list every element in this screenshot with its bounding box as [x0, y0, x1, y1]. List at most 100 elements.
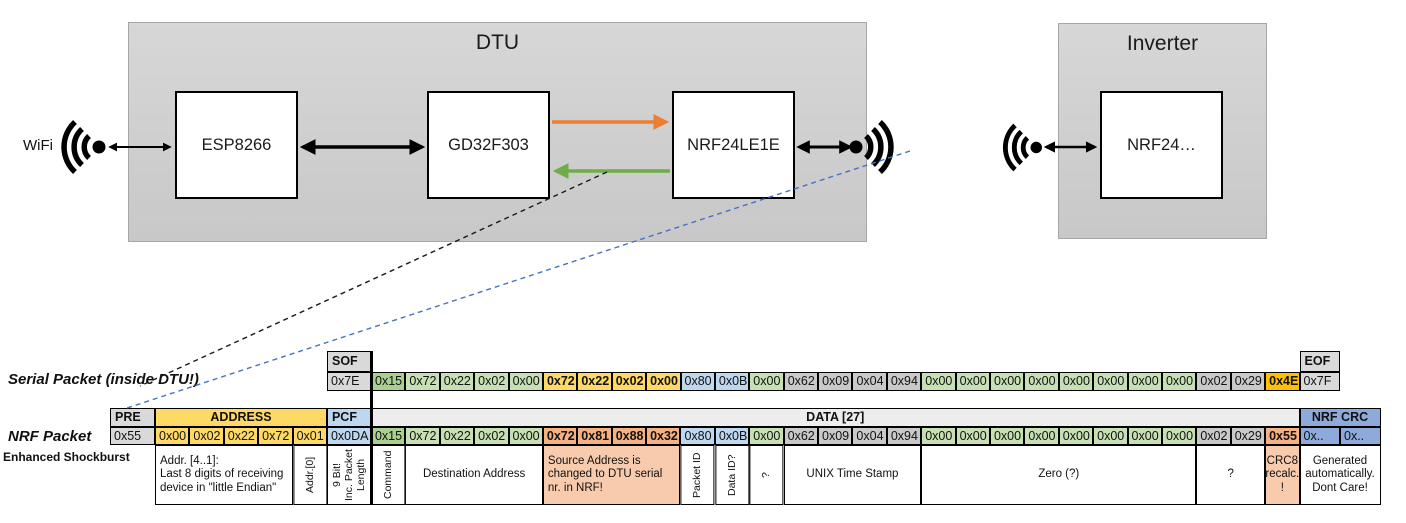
nrf-packet-table: PRE 0x55 ADDRESS PCF 0x0DA DATA [27] NRF…	[110, 408, 1381, 505]
nrf-crc-value-cell: 0x..	[1340, 427, 1381, 445]
serial-byte-cell: 0x4E	[1265, 372, 1300, 391]
annotation-cell: Packet ID	[680, 445, 715, 505]
nrf-byte-cell: 0x29	[1230, 427, 1266, 445]
pre-value: 0x55	[110, 427, 155, 445]
nrf-byte-cell: 0x32	[646, 427, 681, 445]
nrf24le1e-box: NRF24LE1E	[672, 91, 795, 199]
annotation-cell: Addr. [4..1]: Last 8 digits of receiving…	[155, 445, 293, 505]
wifi-signal-icon	[58, 117, 110, 177]
serial-byte-cell: 0x00	[749, 372, 784, 391]
serial-byte-cell: 0x29	[1230, 372, 1266, 391]
serial-byte-cell: 0x22	[439, 372, 475, 391]
nrf-byte-cell: 0x00	[1127, 427, 1162, 445]
nrf-byte-cell: 0x02	[1196, 427, 1231, 445]
nrf-byte-cell: 0x00	[508, 427, 543, 445]
nrf-byte-cell: 0x00	[1024, 427, 1059, 445]
enhanced-shockburst-label: Enhanced Shockburst	[3, 450, 130, 464]
serial-byte-cell: 0x00	[1161, 372, 1197, 391]
nrf-byte-cell: 0x00	[955, 427, 990, 445]
serial-byte-cell: 0x62	[783, 372, 819, 391]
nrf-byte-cell: 0x0B	[714, 427, 750, 445]
serial-byte-cell: 0x00	[508, 372, 543, 391]
serial-byte-cell: 0x02	[611, 372, 647, 391]
nrf-byte-cell: 0x72	[405, 427, 440, 445]
inverter-nrf24-box: NRF24…	[1100, 91, 1223, 199]
eof-header: EOF	[1299, 351, 1341, 372]
gd32f303-box: GD32F303	[427, 91, 550, 199]
address-byte-cell: 0x02	[189, 427, 224, 445]
serial-byte-cell: 0x00	[1093, 372, 1128, 391]
nrf-byte-cell: 0x80	[680, 427, 715, 445]
inverter-container: Inverter	[1058, 23, 1267, 239]
annotation-cell: Zero (?)	[921, 445, 1197, 505]
serial-byte-cell: 0x00	[955, 372, 991, 391]
address-byte-cell: 0x72	[258, 427, 293, 445]
data-header: DATA [27]	[370, 408, 1300, 427]
nrf-packet-label: NRF Packet	[8, 428, 92, 445]
annotation-cell: 9 Bit! Inc. Packet Length	[326, 445, 371, 505]
nrf-byte-cell: 0x00	[921, 427, 956, 445]
address-byte-cell: 0x22	[223, 427, 259, 445]
nrf-byte-cell: 0x00	[989, 427, 1025, 445]
sof-value: 0x7E	[327, 372, 371, 391]
address-header: ADDRESS	[155, 408, 327, 427]
serial-byte-cell: 0x72	[542, 372, 578, 391]
serial-byte-cell: 0x02	[474, 372, 509, 391]
nrf-byte-cell: 0x88	[611, 427, 647, 445]
nrf-byte-cell: 0x22	[439, 427, 475, 445]
nrf-byte-cell: 0x00	[1058, 427, 1094, 445]
annotation-cell: UNIX Time Stamp	[783, 445, 922, 505]
serial-byte-cell: 0x00	[646, 372, 681, 391]
serial-byte-cell: 0x00	[990, 372, 1025, 391]
dtu-title: DTU	[475, 31, 520, 54]
serial-byte-cell: 0x00	[1058, 372, 1094, 391]
serial-byte-cell: 0x94	[886, 372, 922, 391]
annotation-cell: ?	[1196, 445, 1266, 505]
serial-byte-cell: 0x04	[852, 372, 887, 391]
annotation-cell: Generated automatically. Dont Care!	[1299, 445, 1381, 505]
nrf-byte-cell: 0x00	[1093, 427, 1128, 445]
inverter-title: Inverter	[1126, 32, 1199, 55]
nrf-byte-cell: 0x72	[542, 427, 578, 445]
nrf-byte-cell: 0x62	[783, 427, 819, 445]
annotation-cell: Destination Address	[405, 445, 543, 505]
nrf-byte-cell: 0x09	[818, 427, 853, 445]
address-byte-cell: 0x01	[292, 427, 327, 445]
serial-byte-cell: 0x00	[921, 372, 956, 391]
nrf-byte-cell: 0x94	[886, 427, 922, 445]
serial-byte-cell: 0x0B	[714, 372, 750, 391]
serial-packet-label: Serial Packet (inside DTU!)	[8, 371, 199, 388]
pcf-header: PCF	[326, 408, 371, 427]
wifi-signal-icon	[845, 117, 897, 177]
serial-byte-cell: 0x72	[405, 372, 440, 391]
serial-byte-cell: 0x22	[577, 372, 612, 391]
nrf-byte-cell: 0x00	[749, 427, 784, 445]
address-byte-cell: 0x00	[155, 427, 190, 445]
nrf-byte-cell: 0x00	[1161, 427, 1197, 445]
serial-byte-cell: 0x80	[680, 372, 715, 391]
annotation-cell: ?	[749, 445, 784, 505]
esp8266-box: ESP8266	[175, 91, 298, 199]
nrf-crc-value-cell: 0x..	[1299, 427, 1340, 445]
eof-value: 0x7F	[1299, 372, 1341, 391]
annotation-cell: Data ID?	[714, 445, 750, 505]
serial-byte-cell: 0x02	[1196, 372, 1231, 391]
nrf-byte-cell: 0x15	[370, 427, 406, 445]
serial-byte-cell: 0x09	[818, 372, 853, 391]
nrf-byte-cell: 0x04	[852, 427, 887, 445]
annotation-cell: Source Address is changed to DTU serial …	[542, 445, 681, 505]
pcf-value: 0x0DA	[326, 427, 371, 445]
nrf-byte-cell: 0x55	[1265, 427, 1300, 445]
pre-header: PRE	[110, 408, 155, 427]
wifi-signal-icon	[1000, 121, 1046, 174]
wifi-label: WiFi	[23, 137, 53, 154]
nrf-crc-header: NRF CRC	[1299, 408, 1381, 427]
sof-header: SOF	[327, 351, 371, 372]
serial-byte-cell: 0x00	[1127, 372, 1162, 391]
annotation-cell: Command	[370, 445, 406, 505]
serial-byte-cell: 0x15	[371, 372, 406, 391]
serial-byte-cell: 0x00	[1024, 372, 1059, 391]
nrf-byte-cell: 0x81	[577, 427, 612, 445]
annotation-cell: CRC8 recalc. !	[1265, 445, 1300, 505]
